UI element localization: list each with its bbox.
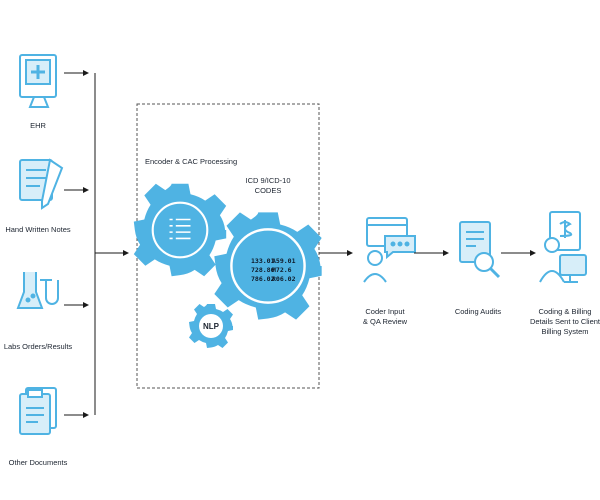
coder-step-label-2: & QA Review	[363, 317, 408, 326]
icd-title-line2: CODES	[255, 186, 282, 195]
icd-code-left-3: 786.02	[251, 275, 275, 283]
icd-code-left-2: 728.86	[251, 266, 275, 274]
encoder-gear	[133, 183, 227, 277]
monitor-medical-icon	[19, 54, 57, 108]
icd-code-right-3: R06.02	[272, 275, 296, 283]
icd-code-values: 133.01 728.86 786.02 A59.01 M72.6 R06.02	[251, 257, 296, 283]
icd-title-line1: ICD 9/ICD-10	[245, 176, 290, 185]
icd-code-left-1: 133.01	[251, 257, 275, 265]
icd-codes-gear	[214, 212, 322, 320]
input-other-documents	[19, 387, 57, 435]
billing-step: Coding & Billing Details Sent to Client …	[530, 211, 600, 336]
billing-step-label-1: Coding & Billing	[539, 307, 592, 316]
icd-code-right-2: M72.6	[272, 266, 292, 274]
coding-audits-step: Coding Audits	[455, 221, 502, 316]
document-list-icon	[169, 218, 191, 240]
input-label-ehr: EHR	[30, 121, 46, 130]
audit-magnifier-icon	[459, 221, 501, 279]
processing-box	[136, 103, 320, 389]
icd-code-right-1: A59.01	[272, 257, 296, 265]
coder-review-icon	[363, 217, 416, 283]
billing-step-label-2: Details Sent to Client	[530, 317, 600, 326]
billing-system-icon	[539, 211, 587, 283]
billing-step-label-3: Billing System	[541, 327, 588, 336]
input-ehr	[19, 54, 57, 108]
encoder-title: Encoder & CAC Processing	[145, 157, 237, 166]
input-labs	[16, 272, 59, 309]
nlp-label: NLP	[203, 322, 220, 331]
audits-step-label: Coding Audits	[455, 307, 502, 316]
coder-review-step: Coder Input & QA Review	[363, 217, 416, 326]
input-label-handwritten-notes: Hand Written Notes	[5, 225, 71, 234]
input-label-labs: Labs Orders/Results	[4, 342, 73, 351]
input-label-other-documents: Other Documents	[9, 458, 68, 467]
input-connectors	[64, 70, 129, 418]
notepad-pen-icon	[19, 158, 64, 210]
coder-step-label-1: Coder Input	[365, 307, 405, 316]
lab-flasks-icon	[16, 272, 59, 309]
input-handwritten-notes	[19, 158, 64, 210]
nlp-gear	[189, 304, 233, 348]
documents-icon	[19, 387, 57, 435]
